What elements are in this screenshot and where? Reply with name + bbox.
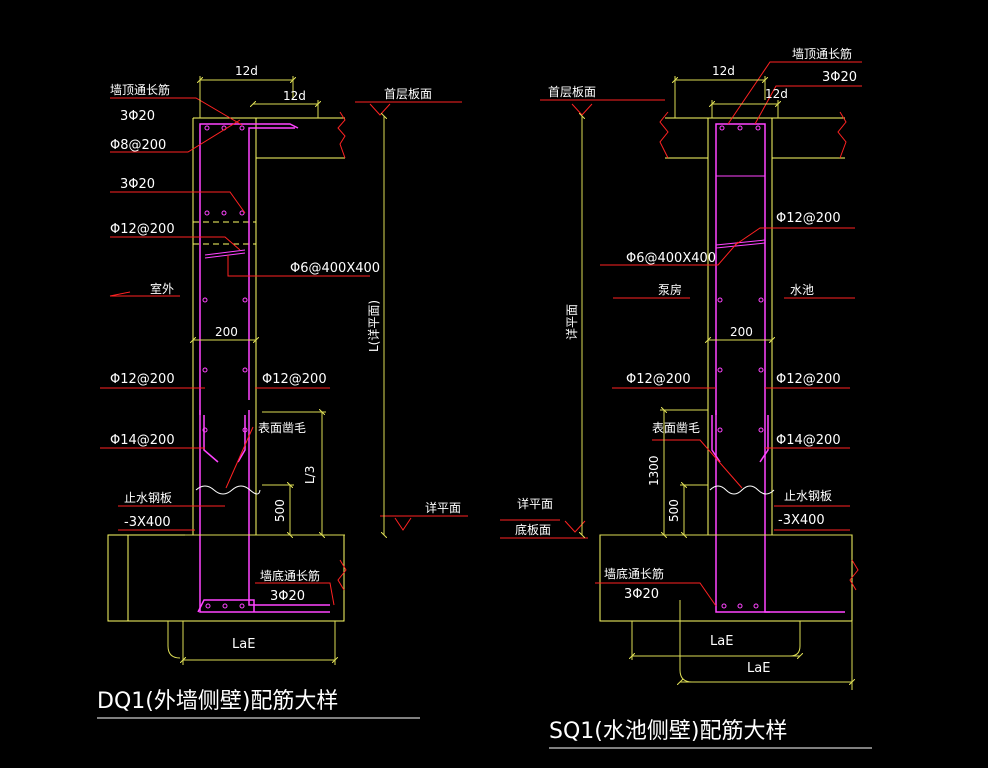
- left-dim-500: 500: [273, 499, 287, 522]
- right-level-marker-top: [571, 103, 593, 116]
- left-top-bars-label: 墙顶通长筋: [110, 82, 170, 97]
- left-top-bars-spec: 3Φ20: [120, 109, 155, 124]
- left-dim-12d-top: 12d: [235, 64, 258, 78]
- right-bars-right-12: Φ12@200: [776, 372, 841, 387]
- left-bars-left-12: Φ12@200: [110, 372, 175, 387]
- right-title: SQ1(水池侧壁)配筋大样: [549, 719, 787, 744]
- left-bars-14: Φ14@200: [110, 433, 175, 448]
- left-waterstop-spec: -3X400: [124, 515, 171, 530]
- right-wall-outline: [599, 117, 853, 622]
- left-bars-right-12: Φ12@200: [262, 372, 327, 387]
- left-detail: 12d 12d 墙顶通长筋 3Φ20 Φ8@200 3Φ20 Φ12@200 Φ…: [97, 64, 468, 719]
- left-level-marker-base: [394, 517, 412, 531]
- right-base-label: 详平面: [517, 496, 553, 511]
- left-height-label: L(详平面): [366, 300, 381, 352]
- left-level-marker-top: [369, 103, 391, 116]
- right-dim-lae-2: LaE: [747, 661, 770, 676]
- right-dim-1300: 1300: [647, 455, 661, 486]
- right-height-label: 详平面: [564, 304, 579, 340]
- left-stirrup-top: Φ8@200: [110, 138, 166, 153]
- right-bars-14: Φ14@200: [776, 433, 841, 448]
- left-slab-break: [337, 111, 346, 159]
- left-base-label: 详平面: [425, 500, 461, 515]
- right-base-break: [849, 559, 859, 591]
- right-top-bars-label: 墙顶通长筋: [792, 46, 852, 61]
- left-floor-label: 首层板面: [384, 87, 432, 101]
- left-bars-12-200: Φ12@200: [110, 222, 175, 237]
- right-bars-left-12: Φ12@200: [626, 372, 691, 387]
- right-dim-500: 500: [667, 499, 681, 522]
- left-bars-mid: 3Φ20: [120, 177, 155, 192]
- right-slab-break-left: [659, 111, 669, 159]
- left-bottom-bars-spec: 3Φ20: [270, 589, 305, 604]
- right-dim-lae-1: LaE: [710, 634, 733, 649]
- left-wall-outline: [107, 117, 345, 622]
- right-bottom-face: 底板面: [515, 522, 551, 537]
- right-bars-12-200: Φ12@200: [776, 211, 841, 226]
- right-side-right: 水池: [790, 283, 814, 297]
- right-waterstop-spec: -3X400: [778, 513, 825, 528]
- right-slab-break-right: [837, 111, 847, 159]
- right-leaders: [500, 61, 862, 607]
- right-dim-12d-top: 12d: [712, 64, 735, 78]
- left-title: DQ1(外墙侧壁)配筋大样: [97, 689, 338, 714]
- right-top-bars-spec: 3Φ20: [822, 70, 857, 85]
- right-bar-dots: [717, 125, 764, 609]
- left-tie-bars: Φ6@400X400: [290, 261, 380, 276]
- right-bottom-bars-label: 墙底通长筋: [604, 566, 664, 581]
- right-detail: 墙顶通长筋 3Φ20 12d 12d 首层板面 Φ12@200 Φ6@400X4…: [500, 46, 872, 749]
- left-bottom-bars-label: 墙底通长筋: [260, 568, 320, 583]
- left-waterstop-label: 止水钢板: [124, 491, 172, 505]
- right-floor-label: 首层板面: [548, 85, 596, 99]
- left-dimensions: [167, 76, 384, 665]
- left-side-outside: 室外: [150, 281, 174, 296]
- right-side-left: 泵房: [658, 282, 682, 297]
- left-bar-dots: [202, 125, 248, 609]
- right-waterstop-label: 止水钢板: [784, 489, 832, 503]
- right-dim-12d-inner: 12d: [765, 87, 788, 101]
- left-dim-12d-inner: 12d: [283, 89, 306, 103]
- right-dimensions: [582, 76, 852, 690]
- left-rebar: [195, 123, 330, 613]
- left-dim-lae: LaE: [232, 637, 255, 652]
- left-roughen: 表面凿毛: [258, 421, 306, 435]
- right-bottom-bars-spec: 3Φ20: [624, 587, 659, 602]
- left-wall-thickness: 200: [215, 325, 238, 339]
- right-rebar: [709, 123, 845, 613]
- left-base-break: [337, 559, 347, 591]
- right-wall-thickness: 200: [730, 325, 753, 339]
- right-tie-bars: Φ6@400X400: [626, 251, 716, 266]
- right-roughen: 表面凿毛: [652, 421, 700, 435]
- left-leaders: [100, 97, 468, 606]
- left-dim-l3: L/3: [303, 466, 317, 484]
